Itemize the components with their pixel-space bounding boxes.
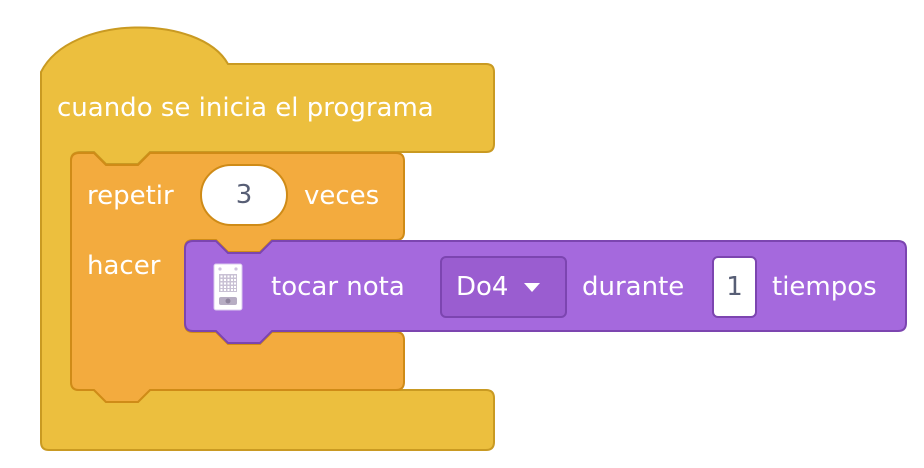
microbit-board-icon — [213, 263, 243, 311]
note-dropdown[interactable]: Do4 — [440, 256, 567, 318]
beats-value: 1 — [726, 272, 743, 302]
repeat-times-value: 3 — [235, 180, 253, 210]
chevron-down-icon — [524, 282, 541, 292]
beats-label: tiempos — [772, 272, 877, 302]
repeat-times-input[interactable]: 3 — [200, 164, 288, 226]
do-label: hacer — [87, 251, 161, 281]
hat-block-label: cuando se inicia el programa — [57, 93, 434, 123]
beats-input[interactable]: 1 — [712, 256, 757, 318]
note-dropdown-value: Do4 — [456, 272, 509, 302]
repeat-label: repetir — [87, 181, 174, 211]
play-note-label: tocar nota — [271, 272, 405, 302]
times-label: veces — [304, 181, 380, 211]
for-label: durante — [582, 272, 685, 302]
